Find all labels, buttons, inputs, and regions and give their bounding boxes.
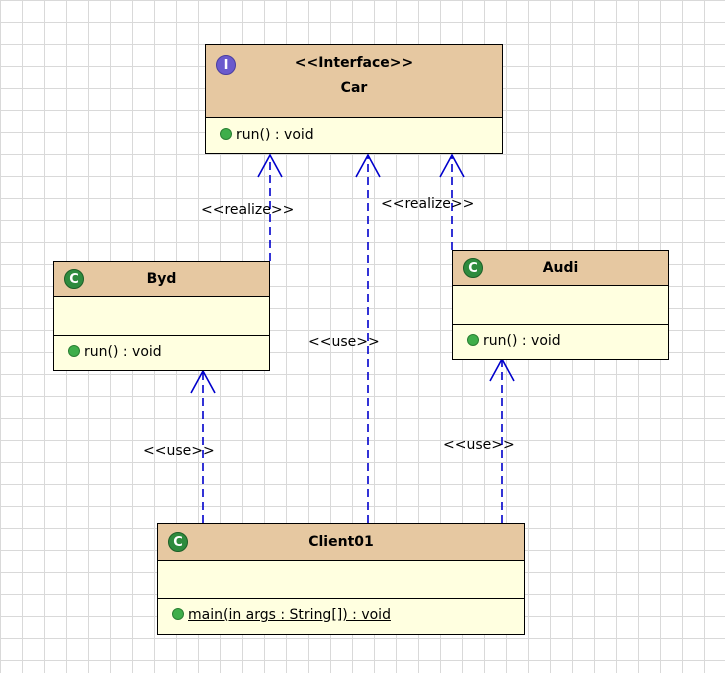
interface-car-header: I <<Interface>> Car — [206, 45, 502, 118]
arrowhead-byd-realize-car — [257, 153, 283, 178]
label-client-use-audi: <<use>> — [443, 437, 515, 453]
operation-public-icon — [467, 334, 479, 346]
operation-car-run[interactable]: run() : void — [236, 127, 314, 143]
interface-icon: I — [216, 55, 236, 75]
label-client-use-car: <<use>> — [308, 334, 380, 350]
operation-byd-run[interactable]: run() : void — [84, 344, 162, 360]
operation-public-icon — [68, 345, 80, 357]
class-byd[interactable]: C Byd run() : void — [53, 261, 270, 371]
class-icon: C — [168, 532, 188, 552]
class-byd-name: Byd — [146, 271, 177, 287]
class-byd-operations: run() : void — [54, 336, 269, 360]
class-client01-attributes — [158, 561, 524, 599]
operation-client01-main[interactable]: main(in args : String[]) : void — [188, 607, 391, 623]
arrowhead-client-use-car — [355, 153, 381, 178]
class-client01-header: C Client01 — [158, 524, 524, 561]
interface-car[interactable]: I <<Interface>> Car run() : void — [205, 44, 503, 154]
class-client01-operations: main(in args : String[]) : void — [158, 599, 524, 623]
operation-public-icon — [172, 608, 184, 620]
class-audi[interactable]: C Audi run() : void — [452, 250, 669, 360]
class-audi-header: C Audi — [453, 251, 668, 286]
class-icon: C — [64, 269, 84, 289]
class-audi-attributes — [453, 286, 668, 325]
label-client-use-byd: <<use>> — [143, 443, 215, 459]
class-client01-name: Client01 — [308, 534, 374, 550]
arrowhead-audi-realize-car — [439, 153, 465, 178]
interface-car-operations: run() : void — [206, 118, 502, 143]
interface-car-stereotype: <<Interface>> — [294, 55, 414, 71]
class-audi-operations: run() : void — [453, 325, 668, 349]
interface-car-name: Car — [340, 80, 368, 96]
class-byd-header: C Byd — [54, 262, 269, 297]
class-audi-name: Audi — [542, 260, 579, 276]
operation-public-icon — [220, 128, 232, 140]
class-client01[interactable]: C Client01 main(in args : String[]) : vo… — [157, 523, 525, 635]
class-byd-attributes — [54, 297, 269, 336]
label-byd-realize-car: <<realize>> — [201, 202, 295, 218]
label-audi-realize-car: <<realize>> — [381, 196, 475, 212]
arrowhead-client-use-byd — [190, 369, 216, 394]
class-icon: C — [463, 258, 483, 278]
operation-audi-run[interactable]: run() : void — [483, 333, 561, 349]
